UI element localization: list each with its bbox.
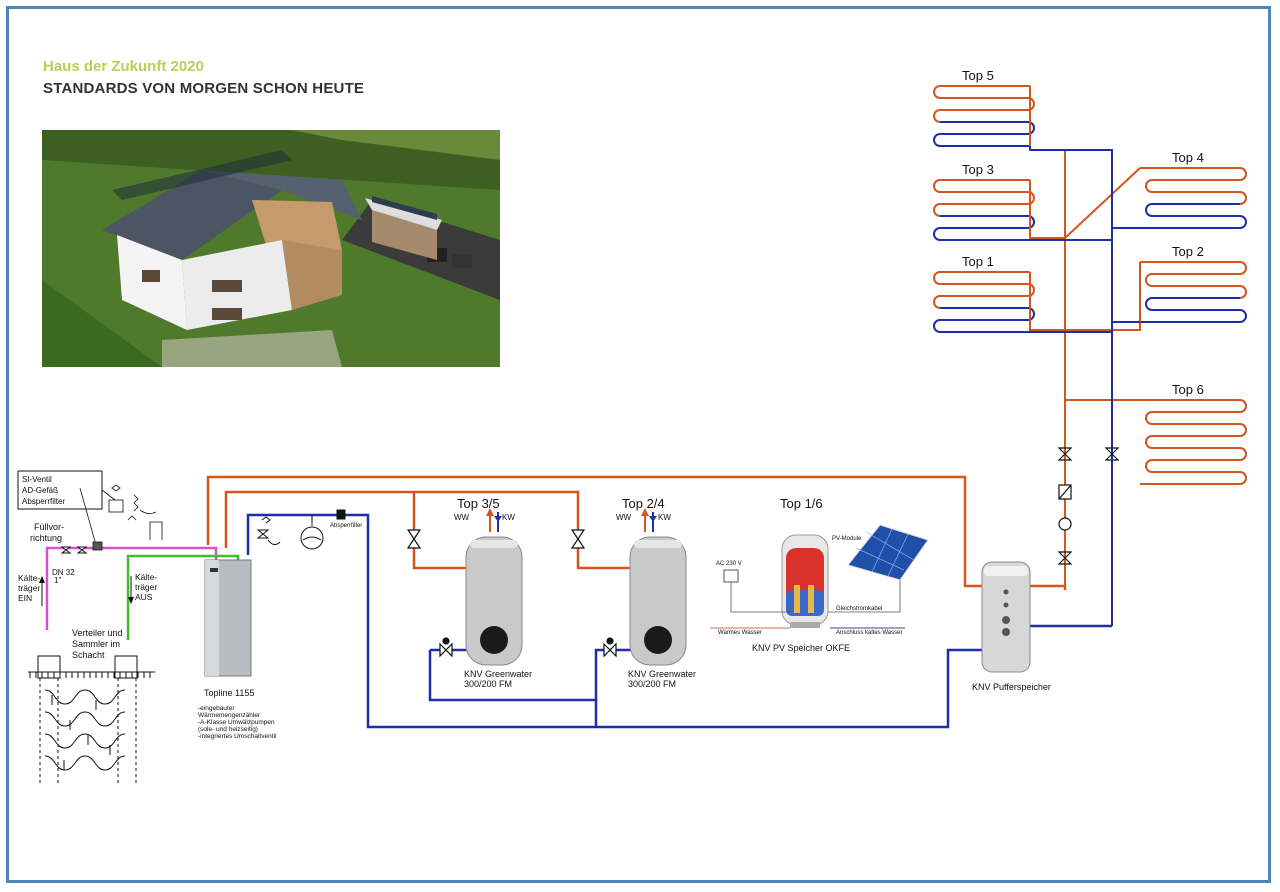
heatpump-line3: -A-Klasse Umwälzpumpen xyxy=(198,719,275,726)
label-top2: Top 2 xyxy=(1172,244,1204,259)
valve-icon xyxy=(76,546,88,554)
heatpump-name: Topline 1155 xyxy=(204,688,254,698)
safety-valve-icon xyxy=(256,529,270,539)
pv-name: KNV PV Speicher OKFE xyxy=(752,643,850,653)
pump-icon xyxy=(1058,517,1072,531)
tank1-size: 300/200 FM xyxy=(464,679,512,689)
floor-circuit-top3 xyxy=(933,179,1035,241)
dn-label: DN 32 xyxy=(52,568,75,577)
buffer-label: KNV Pufferspeicher xyxy=(972,682,1051,692)
fill-label-1: Füllvor- xyxy=(34,522,64,532)
valve-icon xyxy=(406,529,422,549)
floor-circuit-top5 xyxy=(933,85,1035,147)
expansion-vessel-icon xyxy=(300,526,324,550)
heat-pump xyxy=(204,559,252,677)
kout-label-3: AUS xyxy=(135,592,153,602)
kin-label-1: Kälte- xyxy=(18,573,40,583)
tank1-name: KNV Greenwater xyxy=(464,669,532,679)
ground-probe-field xyxy=(28,655,155,785)
tank1-ww-label: WW xyxy=(454,513,470,522)
pv-warm-label: Warmes Wasser xyxy=(718,630,762,636)
heatpump-line2: Wärmemengenzähler xyxy=(198,712,261,719)
pv-cold-label: Anschluss kaltes Wasser xyxy=(836,630,902,636)
valve-icon xyxy=(1057,447,1073,461)
label-top6: Top 6 xyxy=(1172,382,1204,397)
vert-label-1: Verteiler und xyxy=(72,628,123,638)
kout-label-1: Kälte- xyxy=(135,572,157,582)
pv-top-label: Top 1/6 xyxy=(780,496,823,511)
kin-label-2: träger xyxy=(18,583,40,593)
tank2-ww-label: WW xyxy=(616,513,632,522)
kout-label-2: träger xyxy=(135,582,157,592)
vert-label-2: Sammler im xyxy=(72,639,120,649)
valve-icon xyxy=(1057,551,1073,565)
tank1-top-label: Top 3/5 xyxy=(457,496,500,511)
floor-circuit-top6 xyxy=(1140,399,1247,485)
heatpump-line5: -integriertes Umschaltventil xyxy=(198,733,277,740)
valve-icon xyxy=(1104,447,1120,461)
pv-dc-label: Gleichstromkabel xyxy=(836,606,882,612)
floor-circuit-top4 xyxy=(1140,167,1247,229)
inch-label: 1" xyxy=(54,576,61,585)
page-subtitle: STANDARDS VON MORGEN SCHON HEUTE xyxy=(43,80,365,97)
valve-icon xyxy=(570,529,586,549)
socket-icon xyxy=(723,569,739,583)
pv-module xyxy=(847,524,929,581)
absperrfilter-label: Absperrfilter xyxy=(330,523,362,529)
tank2-size: 300/200 FM xyxy=(628,679,676,689)
label-top3: Top 3 xyxy=(962,162,994,177)
page-title: Haus der Zukunft 2020 xyxy=(43,58,204,75)
kin-label-3: EIN xyxy=(18,593,32,603)
label-top1: Top 1 xyxy=(962,254,994,269)
legend-line1: SI-Ventil xyxy=(22,475,52,484)
valve-icon xyxy=(603,642,617,658)
tank2-top-label: Top 2/4 xyxy=(622,496,665,511)
pv-module-label: PV-Module xyxy=(832,536,862,542)
valve-icon xyxy=(60,546,72,554)
fill-label-2: richtung xyxy=(30,533,62,543)
absperrfilter-icon xyxy=(336,509,346,520)
house-photo xyxy=(42,130,500,367)
tank1-kw-label: KW xyxy=(502,513,515,522)
floor-circuit-top2 xyxy=(1140,261,1247,323)
vert-label-3: Schacht xyxy=(72,650,105,660)
label-top4: Top 4 xyxy=(1172,150,1204,165)
floor-circuit-top1 xyxy=(933,271,1035,333)
buffer-tank xyxy=(981,561,1031,673)
heatpump-line4: (sole- und heizseitig) xyxy=(198,726,258,733)
tank-top35 xyxy=(465,508,523,666)
pv-ac-label: AC 230 V xyxy=(716,561,742,567)
pv-storage xyxy=(781,534,829,628)
legend-line2: AD-Gefäß xyxy=(22,486,58,495)
tank-top24 xyxy=(629,508,687,666)
tank2-name: KNV Greenwater xyxy=(628,669,696,679)
label-top5: Top 5 xyxy=(962,68,994,83)
heatpump-line1: -eingebauter xyxy=(198,705,235,712)
tank2-kw-label: KW xyxy=(658,513,671,522)
legend-line3: Absperrfilter xyxy=(22,497,65,506)
valve-icon xyxy=(439,642,453,658)
